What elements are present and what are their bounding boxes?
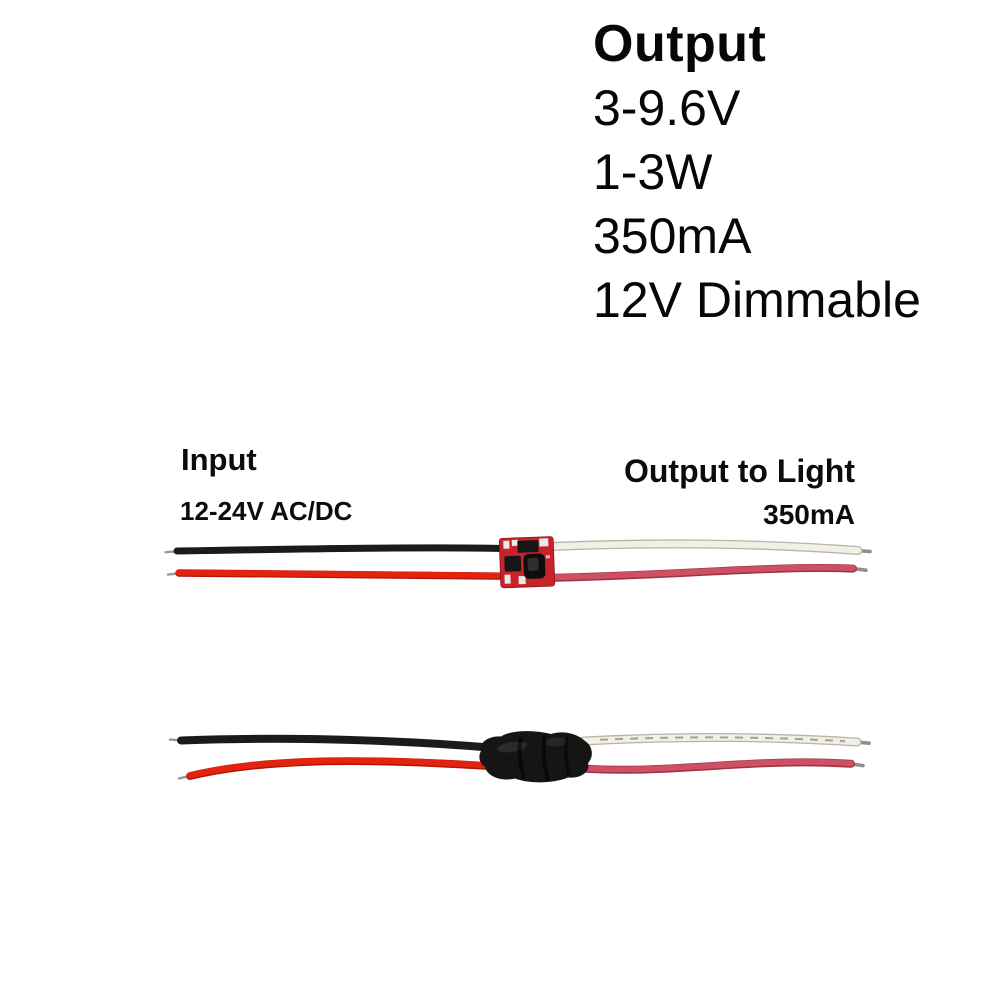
driver-covered — [168, 731, 871, 783]
heat-shrink-ridge — [541, 734, 550, 781]
specs-title: Output — [593, 15, 767, 73]
bare-output-wire-white — [548, 540, 862, 554]
heat-shrink-body — [479, 731, 592, 783]
pcb-ic-component — [504, 555, 522, 572]
specs-voltage: 3-9.6V — [593, 80, 741, 136]
specs-current: 350mA — [593, 208, 752, 264]
heat-shrink-highlight — [545, 737, 567, 747]
heat-shrink-ridge — [564, 736, 571, 777]
driver-bare-pcb — [164, 536, 872, 589]
covered-output-wire-pink — [582, 758, 854, 773]
bare-pcb-board-group — [498, 536, 556, 589]
covered-input-wire-red — [186, 757, 492, 779]
pcb-solder-pad — [503, 540, 510, 549]
output-label-block: Output to Light 350mA — [600, 452, 855, 532]
bare-input-wire-red — [176, 569, 510, 579]
specs-dimmable: 12V Dimmable — [593, 272, 921, 328]
input-label: Input — [181, 442, 257, 477]
pcb-solder-pad — [511, 539, 518, 547]
bare-input-wire-black — [173, 544, 509, 555]
pcb-chip-component — [517, 540, 539, 553]
input-voltage-label: 12-24V AC/DC — [180, 496, 353, 526]
output-current-label: 350mA — [763, 499, 855, 530]
output-to-light-label: Output to Light — [623, 453, 855, 489]
pcb-solder-pad — [518, 576, 526, 585]
bare-output-wire-pink — [549, 564, 856, 581]
pcb-solder-pad — [539, 538, 549, 547]
pcb-solder-pad — [504, 574, 511, 584]
wire-print-marking — [599, 736, 846, 743]
output-specs-block: Output 3-9.6V 1-3W 350mA 12V Dimmable — [593, 12, 921, 332]
heat-shrink-ridge — [517, 736, 526, 779]
pcb-silkscreen-mark — [545, 555, 550, 559]
pcb-inductor-highlight — [527, 557, 539, 571]
covered-input-wire-black — [177, 734, 499, 752]
specs-wattage: 1-3W — [593, 144, 713, 200]
